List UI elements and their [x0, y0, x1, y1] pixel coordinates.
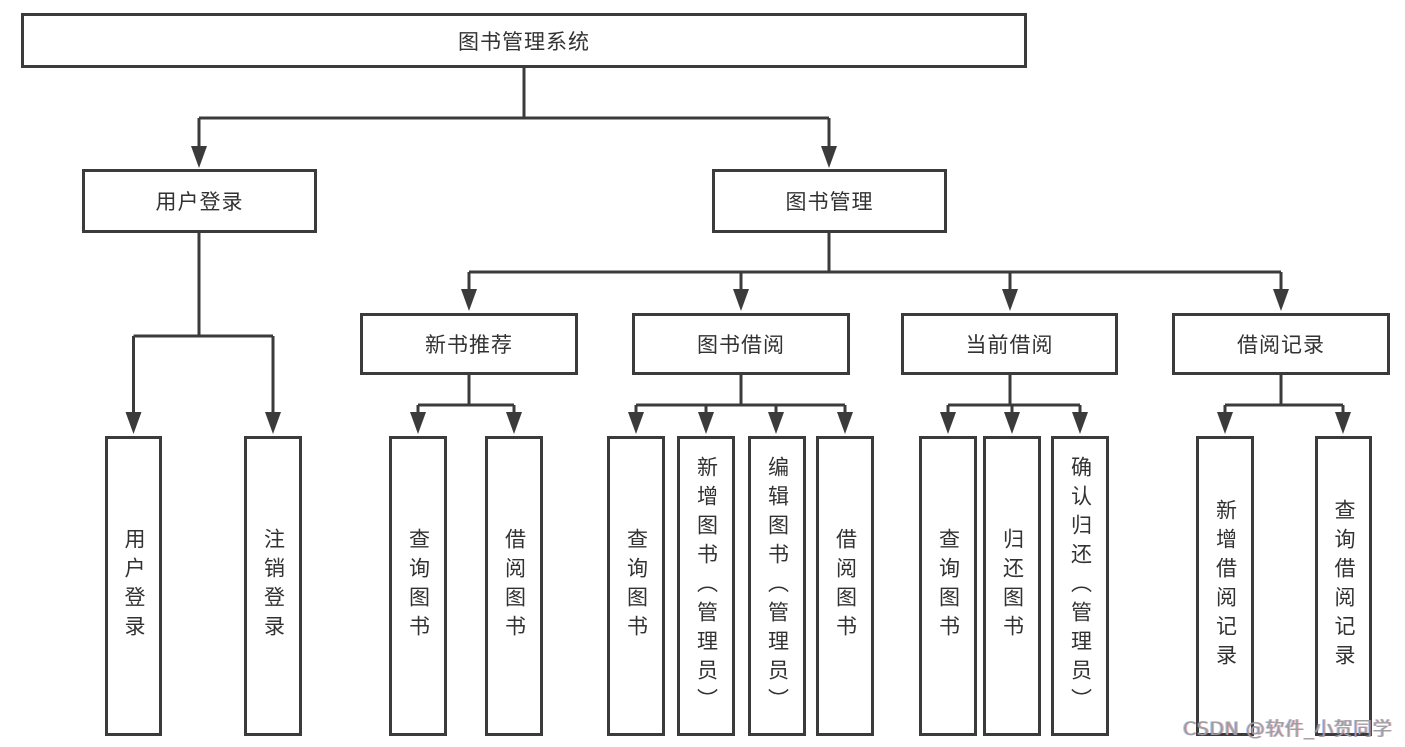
csdn-watermark: CSDN @软件_小贺同学: [1183, 718, 1393, 740]
node-label: 注销登录: [261, 528, 286, 644]
node-book-management: 图书管理: [712, 169, 947, 233]
node-leaf-confirm-return-admin: 确认归还（管理员）: [1051, 436, 1109, 736]
node-label: 归还图书: [1000, 528, 1025, 644]
node-current-borrowing: 当前借阅: [901, 313, 1118, 375]
node-leaf-add-borrow-record: 新增借阅记录: [1196, 436, 1254, 736]
node-leaf-borrow-books: 借阅图书: [816, 436, 874, 736]
node-borrowing-records: 借阅记录: [1172, 313, 1390, 375]
node-leaf-borrow-books-recommend: 借阅图书: [485, 436, 543, 736]
node-label: 新增图书（管理员）: [694, 455, 719, 717]
node-label: 借阅图书: [502, 528, 527, 644]
node-leaf-query-books-current: 查询图书: [919, 436, 977, 736]
node-new-book-recommendation: 新书推荐: [360, 313, 578, 375]
node-leaf-add-book-admin: 新增图书（管理员）: [677, 436, 735, 736]
node-label: 用户登录: [155, 190, 244, 214]
node-label: 当前借阅: [965, 333, 1054, 357]
node-user-login: 用户登录: [82, 169, 317, 233]
node-label: 新书推荐: [425, 333, 513, 357]
node-leaf-query-books-recommend: 查询图书: [389, 436, 447, 736]
node-label: 图书借阅: [697, 333, 785, 357]
arrowheads: [125, 146, 1351, 434]
node-label: 借阅记录: [1237, 333, 1325, 357]
node-leaf-edit-book-admin: 编辑图书（管理员）: [748, 436, 806, 736]
node-label: 新增借阅记录: [1213, 499, 1238, 673]
node-leaf-query-books-borrow: 查询图书: [607, 436, 665, 736]
node-label: 编辑图书（管理员）: [765, 455, 790, 717]
node-label: 查询借阅记录: [1332, 499, 1356, 673]
node-label: 图书管理: [785, 190, 874, 214]
node-leaf-query-borrow-record: 查询借阅记录: [1315, 436, 1372, 736]
node-label: 查询图书: [624, 528, 649, 644]
node-library-management-system: 图书管理系统: [21, 13, 1027, 68]
node-leaf-logout: 注销登录: [244, 436, 302, 736]
node-label: 用户登录: [122, 528, 146, 644]
node-label: 确认归还（管理员）: [1068, 455, 1093, 717]
node-label: 图书管理系统: [458, 29, 590, 54]
node-book-borrowing: 图书借阅: [632, 313, 850, 375]
node-label: 查询图书: [406, 528, 431, 644]
node-leaf-return-books: 归还图书: [983, 436, 1041, 736]
node-leaf-user-login: 用户登录: [105, 436, 162, 736]
node-label: 借阅图书: [833, 528, 858, 644]
node-label: 查询图书: [936, 528, 961, 644]
